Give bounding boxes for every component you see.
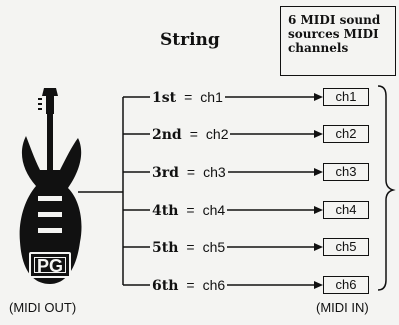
string-row-label-5: 5th = ch5 — [150, 237, 228, 257]
header-line-2: sources MIDI — [288, 27, 379, 41]
equals-sign: = — [186, 239, 195, 255]
arrowhead-3 — [314, 168, 323, 176]
arrowhead-5 — [314, 243, 323, 251]
arrowhead-6 — [314, 281, 323, 289]
diagram-title: String — [160, 30, 220, 50]
midi-channel-box-6: ch6 — [323, 276, 369, 294]
midi-channel-box-3: ch3 — [323, 163, 369, 181]
channel-label: ch1 — [200, 89, 223, 105]
string-ordinal: 1st — [152, 90, 177, 106]
header-line-1: 6 MIDI sound — [288, 13, 381, 27]
midi-channel-box-2: ch2 — [323, 125, 369, 143]
guitar-logo-badge: PG — [29, 252, 71, 278]
string-ordinal: 5th — [152, 240, 179, 256]
equals-sign: = — [186, 164, 196, 180]
string-ordinal: 2nd — [152, 127, 182, 143]
midi-channel-box-4: ch4 — [323, 201, 369, 219]
string-ordinal: 6th — [152, 278, 179, 294]
equals-sign: = — [186, 202, 195, 218]
guitar-logo-text: PG — [34, 257, 66, 275]
arrowhead-1 — [314, 93, 323, 101]
equals-sign: = — [186, 277, 195, 293]
string-row-label-3: 3rd = ch3 — [150, 162, 228, 182]
equals-sign: = — [189, 126, 198, 142]
equals-sign: = — [184, 89, 193, 105]
guitar-icon — [19, 88, 82, 284]
string-ordinal: 3rd — [152, 165, 179, 181]
string-row-label-2: 2nd = ch2 — [150, 124, 231, 144]
midi-in-caption: (MIDI IN) — [316, 300, 369, 315]
midi-channel-box-5: ch5 — [323, 238, 369, 256]
string-row-label-1: 1st = ch1 — [150, 87, 225, 107]
header-line-3: channels — [288, 41, 349, 55]
channel-label: ch2 — [205, 126, 229, 142]
midi-channel-box-1: ch1 — [323, 88, 369, 106]
channel-brace — [377, 85, 396, 291]
midi-channels-header-box: 6 MIDI sound sources MIDI channels — [280, 6, 396, 76]
midi-out-caption: (MIDI OUT) — [9, 300, 77, 315]
string-row-label-6: 6th = ch6 — [150, 275, 228, 295]
channel-label: ch4 — [202, 202, 226, 218]
channel-label: ch6 — [202, 277, 226, 293]
string-ordinal: 4th — [152, 203, 179, 219]
arrowhead-4 — [314, 206, 323, 214]
channel-label: ch3 — [203, 164, 226, 180]
string-row-label-4: 4th = ch4 — [150, 200, 228, 220]
channel-label: ch5 — [202, 239, 226, 255]
arrowhead-2 — [314, 130, 323, 138]
